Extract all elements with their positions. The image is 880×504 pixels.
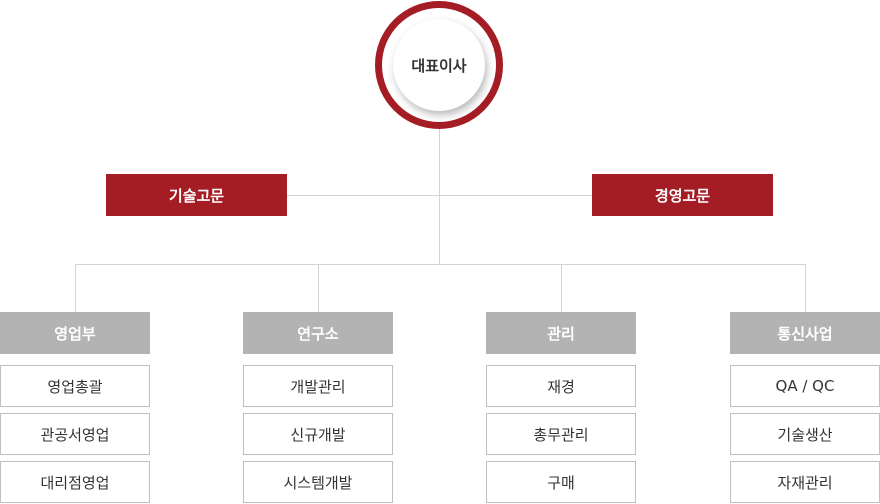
dept-sales-item: 대리점영업 xyxy=(0,461,150,503)
dept-drop-line-1 xyxy=(75,264,76,312)
dept-drop-line-2 xyxy=(318,264,319,312)
department-bus-line xyxy=(75,264,806,265)
ceo-ring: 대표이사 xyxy=(382,8,496,122)
dept-sales-item: 영업총괄 xyxy=(0,365,150,407)
dept-research-item: 시스템개발 xyxy=(243,461,393,503)
dept-telecom: 통신사업 xyxy=(730,312,880,354)
dept-research-item: 신규개발 xyxy=(243,413,393,455)
dept-admin-item: 총무관리 xyxy=(486,413,636,455)
dept-admin-item: 재경 xyxy=(486,365,636,407)
dept-sales: 영업부 xyxy=(0,312,150,354)
ceo-trunk-line xyxy=(439,128,440,264)
advisor-technical: 기술고문 xyxy=(106,174,287,216)
dept-research-item: 개발관리 xyxy=(243,365,393,407)
dept-research: 연구소 xyxy=(243,312,393,354)
dept-sales-item: 관공서영업 xyxy=(0,413,150,455)
advisor-management: 경영고문 xyxy=(592,174,773,216)
dept-admin-item: 구매 xyxy=(486,461,636,503)
dept-drop-line-4 xyxy=(805,264,806,312)
dept-telecom-item: 자재관리 xyxy=(730,461,880,503)
dept-admin: 관리 xyxy=(486,312,636,354)
dept-telecom-item: QA / QC xyxy=(730,365,880,407)
dept-drop-line-3 xyxy=(561,264,562,312)
dept-telecom-item: 기술생산 xyxy=(730,413,880,455)
advisor-connector-line xyxy=(287,195,592,196)
ceo-node: 대표이사 xyxy=(375,1,503,129)
ceo-label: 대표이사 xyxy=(393,19,485,111)
